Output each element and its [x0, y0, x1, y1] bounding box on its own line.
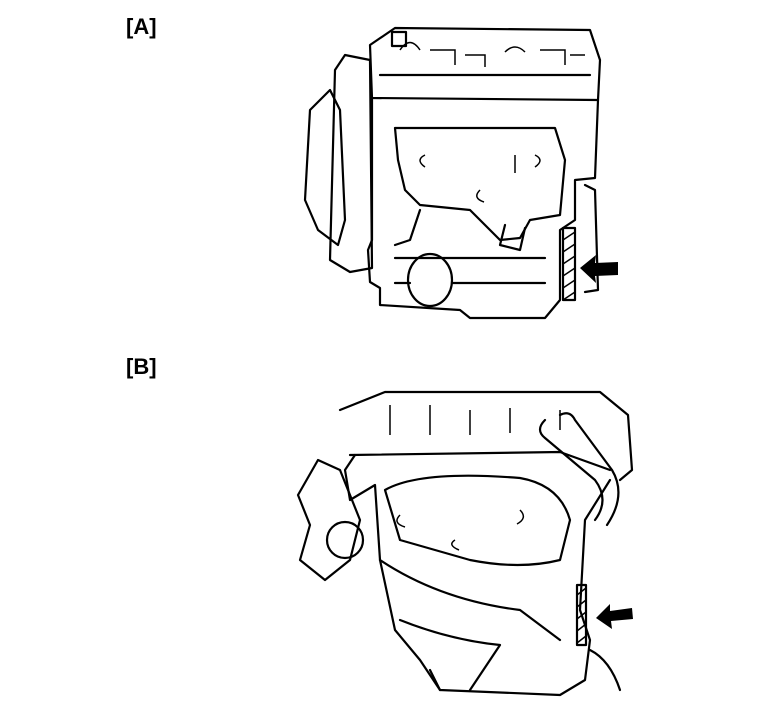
engine-drawing-a: [303, 26, 602, 320]
arrow-indicator-b: [596, 604, 633, 629]
panel-b-label: [B]: [126, 354, 157, 379]
panel-a-label: [A]: [126, 14, 157, 39]
engine-drawing-b: [296, 390, 634, 697]
arrow-indicator-a: [580, 255, 618, 283]
